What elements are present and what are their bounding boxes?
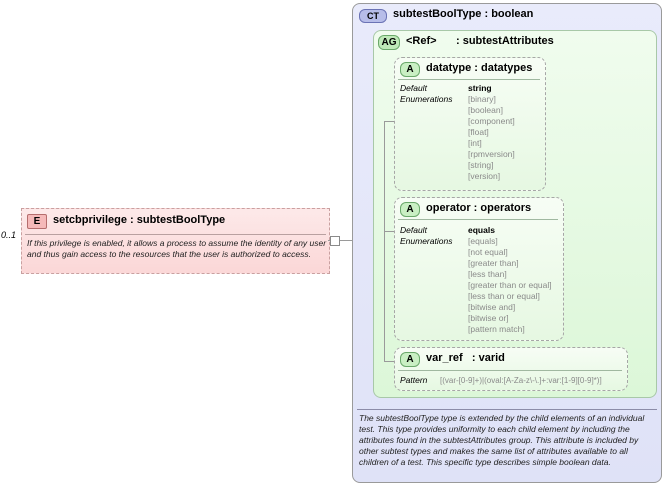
tree-connector-operator — [384, 231, 394, 232]
enumeration-value: [component] — [468, 116, 515, 126]
attribute-var-ref[interactable]: A var_ref : varid Pattern [(var-[0-9]+)|… — [394, 347, 628, 391]
enumeration-value: [pattern match] — [468, 324, 525, 334]
attribute-datatype[interactable]: A datatype : datatypes Default Enumerati… — [394, 57, 546, 191]
attribute-title: datatype : datatypes — [426, 62, 533, 74]
enumeration-value: [int] — [468, 138, 482, 148]
enumeration-value: [less than] — [468, 269, 507, 279]
complex-type-doc: The subtestBoolType type is extended by … — [359, 413, 645, 467]
attribute-divider — [398, 370, 622, 371]
tree-connector-varref — [384, 361, 394, 362]
enumeration-value: [equals] — [468, 236, 498, 246]
default-value: equals — [468, 225, 495, 235]
connector-type-stub — [340, 240, 352, 241]
element-title: setcbprivilege : subtestBoolType — [53, 214, 226, 226]
attribute-group-title: : subtestAttributes — [456, 35, 554, 47]
attribute-badge: A — [400, 62, 420, 77]
enumeration-value: [bitwise and] — [468, 302, 516, 312]
attribute-group-ref: <Ref> — [406, 35, 437, 47]
attribute-badge: A — [400, 352, 420, 367]
complex-type-subtestbooltype[interactable]: CT subtestBoolType : boolean AG <Ref> : … — [352, 3, 662, 483]
enumeration-value: [version] — [468, 171, 501, 181]
enumeration-value: [less than or equal] — [468, 291, 540, 301]
tree-connector-vertical — [384, 121, 385, 361]
enumeration-value: [greater than] — [468, 258, 519, 268]
attribute-title: operator : operators — [426, 202, 532, 214]
complex-type-divider — [357, 409, 657, 410]
default-label: Default — [400, 83, 427, 93]
enumeration-value: [string] — [468, 160, 494, 170]
complex-type-title: subtestBoolType : boolean — [393, 8, 534, 20]
attribute-group-subtestattributes[interactable]: AG <Ref> : subtestAttributes A datatype … — [373, 30, 657, 398]
attribute-operator[interactable]: A operator : operators Default Enumerati… — [394, 197, 564, 341]
enumeration-list: [binary] [boolean] [component] [float] [… — [468, 94, 515, 182]
pattern-value: [(var-[0-9]+)|(oval:[A-Za-z\-\.]+:var:[1… — [440, 376, 602, 385]
enumeration-value: [binary] — [468, 94, 496, 104]
element-cardinality: 0..1 — [1, 230, 17, 240]
enumerations-label: Enumerations — [400, 236, 453, 246]
enumeration-value: [not equal] — [468, 247, 508, 257]
enumeration-value: [float] — [468, 127, 489, 137]
element-divider — [25, 234, 326, 235]
attribute-divider — [398, 79, 540, 80]
attribute-badge: A — [400, 202, 420, 217]
tree-connector-datatype — [384, 121, 394, 122]
enumerations-label: Enumerations — [400, 94, 453, 104]
attribute-divider — [398, 219, 558, 220]
element-setcbprivilege[interactable]: E setcbprivilege : subtestBoolType If th… — [21, 208, 330, 274]
complex-type-badge: CT — [359, 9, 387, 23]
sequence-node[interactable] — [330, 236, 340, 246]
attribute-group-badge: AG — [378, 35, 400, 50]
enumeration-value: [rpmversion] — [468, 149, 515, 159]
enumeration-value: [boolean] — [468, 105, 503, 115]
element-badge: E — [27, 214, 47, 229]
element-doc: If this privilege is enabled, it allows … — [27, 238, 327, 259]
default-value: string — [468, 83, 492, 93]
pattern-label: Pattern — [400, 375, 428, 385]
enumeration-value: [greater than or equal] — [468, 280, 552, 290]
enumeration-value: [bitwise or] — [468, 313, 509, 323]
default-label: Default — [400, 225, 427, 235]
enumeration-list: [equals] [not equal] [greater than] [les… — [468, 236, 552, 335]
attribute-title: var_ref : varid — [426, 352, 505, 364]
